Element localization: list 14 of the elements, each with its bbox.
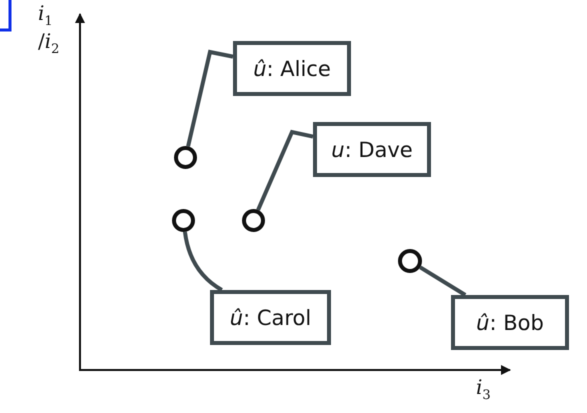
leader-line: [182, 232, 223, 292]
label-box: û: Bob: [451, 295, 569, 350]
data-point-marker: [174, 146, 197, 169]
data-point-marker: [242, 209, 265, 232]
data-point-marker: [398, 249, 422, 273]
axis-label: i$_{1}$ /i$_{2}$: [38, 2, 60, 58]
label-box: û: Carol: [210, 290, 331, 345]
data-point-marker: [172, 209, 195, 232]
leader-line: [419, 266, 466, 297]
axis-label: i$_{3}$: [476, 376, 492, 404]
leader-line: [256, 130, 314, 211]
leader-line: [186, 50, 234, 147]
label-box: û: Alice: [233, 41, 351, 96]
label-box: u: Dave: [313, 122, 431, 177]
